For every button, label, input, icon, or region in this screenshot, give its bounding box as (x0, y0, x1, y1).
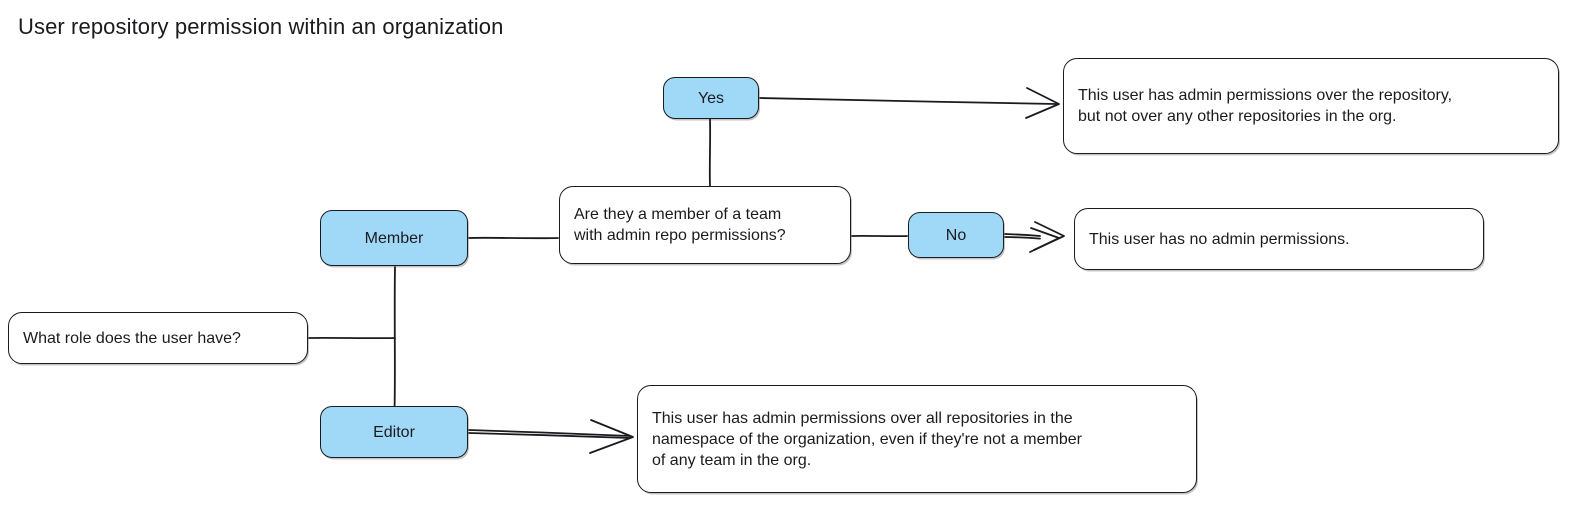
node-editor-outcome[interactable]: This user has admin permissions over all… (637, 385, 1197, 493)
node-no-outcome[interactable]: This user has no admin permissions. (1074, 208, 1484, 270)
node-yes-outcome[interactable]: This user has admin permissions over the… (1063, 58, 1559, 154)
node-editor-label: Editor (373, 423, 415, 441)
node-editor[interactable]: Editor (320, 406, 468, 458)
arrowhead-editor (589, 419, 634, 454)
node-editor-outcome-label: This user has admin permissions over all… (652, 409, 1082, 469)
edge-no-noadmin-b (1004, 236, 1041, 240)
node-yes-label: Yes (697, 89, 725, 107)
edge-editor-outcome-b (468, 432, 631, 439)
node-member-label: Member (364, 229, 424, 247)
node-yes[interactable]: Yes (663, 77, 759, 119)
node-team-question-label: Are they a member of a team with admin r… (574, 206, 786, 244)
node-no[interactable]: No (908, 212, 1004, 258)
arrowhead-no-b (1029, 227, 1060, 253)
edge-yes-adminrepo (759, 97, 1057, 105)
node-role-question[interactable]: What role does the user have? (8, 312, 308, 364)
edge-editor-outcome (468, 429, 631, 437)
node-yes-outcome-label: This user has admin permissions over the… (1078, 87, 1453, 125)
arrowhead-yes (1025, 87, 1060, 119)
node-role-question-label: What role does the user have? (23, 329, 241, 347)
node-no-outcome-label: This user has no admin permissions. (1089, 230, 1350, 248)
arrowhead-no (1033, 221, 1065, 251)
node-no-label: No (945, 226, 967, 244)
page-title: User repository permission within an org… (18, 14, 504, 39)
edge-no-noadmin (1004, 233, 1041, 237)
node-member[interactable]: Member (320, 210, 468, 266)
node-team-question[interactable]: Are they a member of a team with admin r… (559, 186, 851, 264)
